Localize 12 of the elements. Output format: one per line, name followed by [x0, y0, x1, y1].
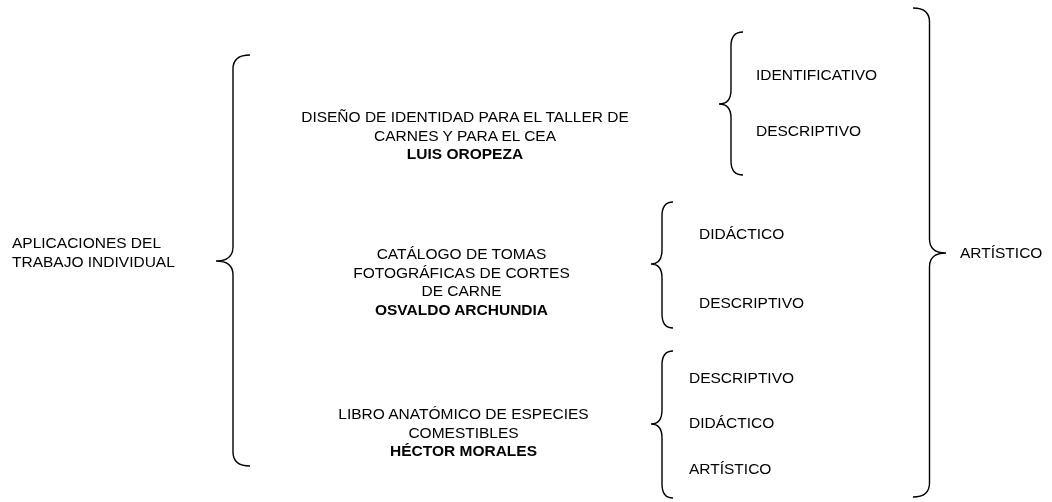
category-label: APLICACIONES DEL TRABAJO INDIVIDUAL	[12, 234, 176, 271]
category-label: DIDÁCTICO	[689, 414, 776, 433]
category-label: DESCRIPTIVO	[756, 122, 863, 141]
category-label: IDENTIFICATIVO	[756, 66, 879, 85]
category-label: ARTÍSTICO	[689, 460, 773, 479]
project-description: DISEÑO DE IDENTIDAD PARA EL TALLER DE CARNES Y PARA EL CEA LUIS OROPEZA	[300, 108, 630, 164]
category-label: DESCRIPTIVO	[699, 294, 806, 313]
project-description: LIBRO ANATÓMICO DE ESPECIES COMESTIBLES HÉCTOR MORALES	[337, 405, 590, 461]
project-description: CATÁLOGO DE TOMAS FOTOGRÁFICAS DE CORTES DE CARNE OSVALDO ARCHUNDIA	[352, 245, 571, 319]
category-label: ARTÍSTICO	[960, 244, 1044, 263]
category-label: DIDÁCTICO	[699, 225, 786, 244]
category-label: DESCRIPTIVO	[689, 369, 796, 388]
